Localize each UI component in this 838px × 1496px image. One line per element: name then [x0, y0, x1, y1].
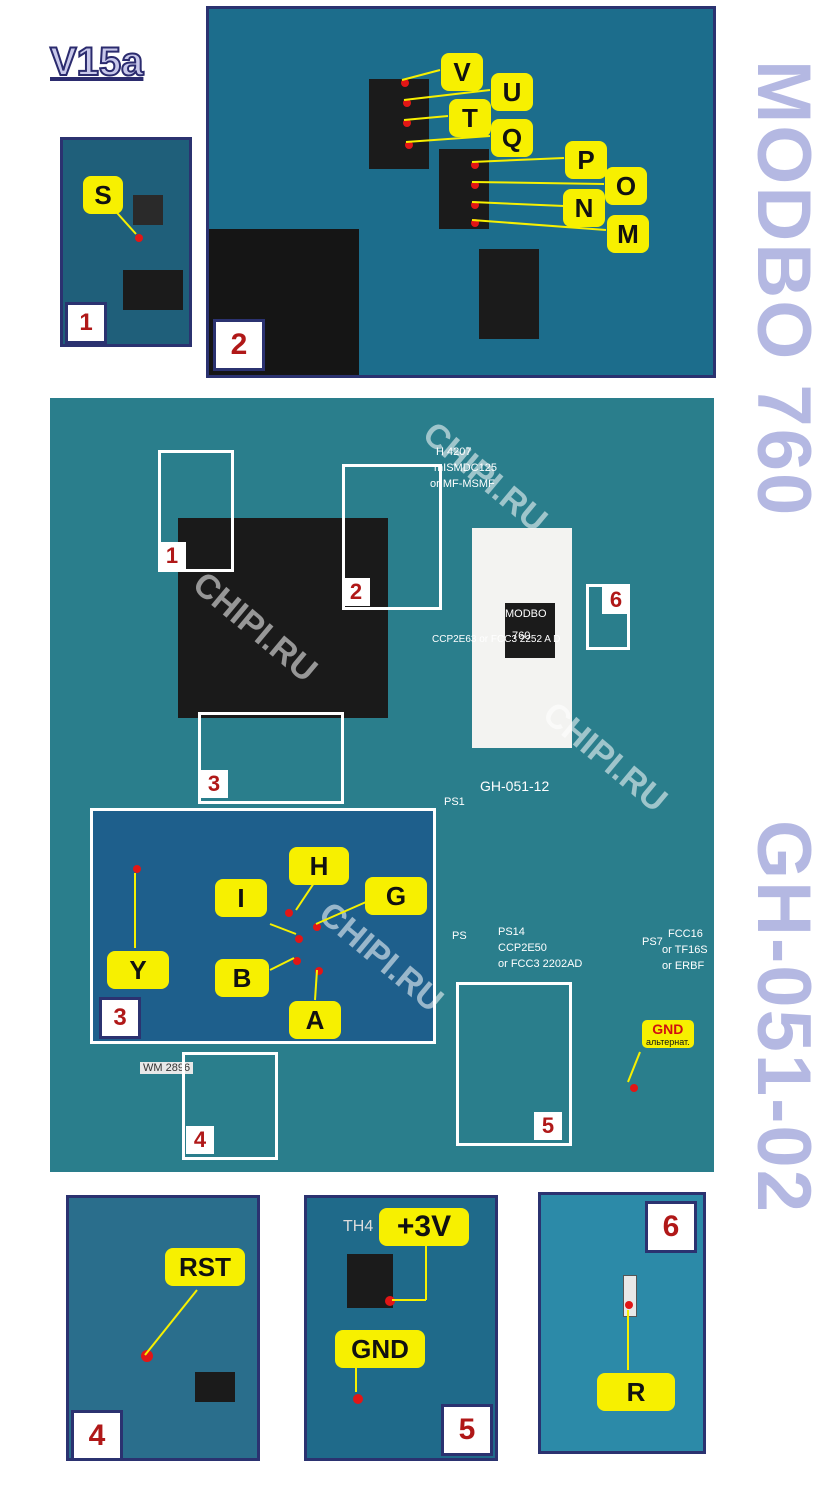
point-label-m: M — [607, 215, 649, 253]
silk-label: mISMDC125 — [434, 462, 497, 474]
chip — [133, 195, 163, 225]
silk-label: PS — [452, 930, 467, 942]
gnd-alt-label: GND альтернат. — [642, 1020, 694, 1048]
solder-point-gnd-alt — [630, 1084, 638, 1092]
silk-label: or TF16S — [662, 944, 708, 956]
silk-label: or FCC3 2202AD — [498, 958, 583, 970]
point-label-rst: RST — [165, 1248, 245, 1286]
panel-number-6: 6 — [645, 1201, 697, 1253]
silk-label: CCP2E50 — [498, 942, 547, 954]
silk-label: or MF-MSMF — [430, 478, 495, 490]
solder-point-n — [471, 201, 479, 209]
silk-label: H 4207 — [436, 446, 472, 458]
silk-label: CCP2E63 or FCC3 2252 A D — [432, 634, 561, 645]
chip — [479, 249, 539, 339]
point-label-q: Q — [491, 119, 533, 157]
point-label-h: H — [289, 847, 349, 885]
region-number-6: 6 — [602, 586, 630, 614]
solder-point-p — [471, 161, 479, 169]
silk-label: TH4 — [343, 1218, 374, 1235]
point-label-o: O — [605, 167, 647, 205]
solder-point-rst — [141, 1350, 153, 1362]
region-box-1 — [158, 450, 234, 572]
photo-panel-6: 6 R — [538, 1192, 706, 1454]
point-label-i: I — [215, 879, 267, 917]
point-label-s: S — [83, 176, 123, 214]
solder-point-s — [135, 234, 143, 242]
silk-label: FCC16 — [668, 928, 703, 940]
point-label-r: R — [597, 1373, 675, 1411]
point-label-3v: +3V — [379, 1208, 469, 1246]
main-board-photo: MODBO 760 H 4207 mISMDC125 or MF-MSMF CC… — [50, 398, 714, 1172]
chip — [369, 79, 429, 169]
modchip-model: 760 — [512, 630, 531, 642]
solder-point-gnd — [353, 1394, 363, 1404]
gnd-alt-title: GND — [652, 1021, 684, 1037]
photo-panel-2: V U T Q P O N M 2 — [206, 6, 716, 378]
panel-number-5: 5 — [441, 1404, 493, 1456]
solder-point-o — [471, 181, 479, 189]
region-box-4 — [182, 1052, 278, 1160]
region-number-5: 5 — [534, 1112, 562, 1140]
solder-point-r — [625, 1301, 633, 1309]
inset-zoom-3: H I G Y B A 3 — [90, 808, 436, 1044]
solder-point-m — [471, 219, 479, 227]
solder-point-g — [313, 923, 321, 931]
photo-panel-4: RST 4 — [66, 1195, 260, 1461]
silk-label: PS7 — [642, 936, 663, 948]
photo-panel-5: TH4 +3V GND 5 — [304, 1195, 498, 1461]
region-number-4: 4 — [186, 1126, 214, 1154]
point-label-a: A — [289, 1001, 341, 1039]
gnd-alt-subtitle: альтернат. — [646, 1037, 690, 1047]
modchip-label: MODBO — [505, 608, 547, 620]
solder-point-b — [293, 957, 301, 965]
solder-point-a — [315, 967, 323, 975]
solder-point-h — [285, 909, 293, 917]
photo-panel-1: S 1 — [60, 137, 192, 347]
silk-label: GH-051-12 — [480, 778, 550, 794]
point-label-y: Y — [107, 951, 169, 989]
point-label-t: T — [449, 99, 491, 137]
silk-label: PS1 — [444, 796, 465, 808]
region-box-2 — [342, 464, 442, 610]
solder-point-i — [295, 935, 303, 943]
point-label-n: N — [563, 189, 605, 227]
modchip — [505, 603, 555, 658]
solder-point-t — [403, 119, 411, 127]
chip — [123, 270, 183, 310]
silk-label: PS14 — [498, 926, 525, 938]
chip — [195, 1372, 235, 1402]
point-label-p: P — [565, 141, 607, 179]
panel-number-4: 4 — [71, 1410, 123, 1458]
region-box-6 — [586, 584, 630, 650]
solder-point-v — [401, 79, 409, 87]
chip — [178, 518, 388, 718]
silk-label: or ERBF — [662, 960, 705, 972]
side-title-modbo: MODBO 760 — [741, 60, 826, 518]
region-number-2: 2 — [342, 578, 370, 606]
panel-number-2: 2 — [213, 319, 265, 371]
region-box-3 — [198, 712, 344, 804]
point-label-u: U — [491, 73, 533, 111]
point-label-g: G — [365, 877, 427, 915]
region-number-1: 1 — [158, 542, 186, 570]
region-box-5 — [456, 982, 572, 1146]
solder-point-3v — [385, 1296, 395, 1306]
silk-label: WM 2896 — [140, 1062, 194, 1074]
point-label-gnd: GND — [335, 1330, 425, 1368]
solder-point-y — [133, 865, 141, 873]
side-title-board: GH-051-02 — [741, 820, 826, 1214]
region-number-3: 3 — [200, 770, 228, 798]
point-label-b: B — [215, 959, 269, 997]
point-label-v: V — [441, 53, 483, 91]
solder-point-u — [403, 99, 411, 107]
panel-number-1: 1 — [65, 302, 107, 344]
inset-number-3: 3 — [99, 997, 141, 1039]
solder-point-q — [405, 141, 413, 149]
version-title: V15a — [49, 39, 144, 85]
